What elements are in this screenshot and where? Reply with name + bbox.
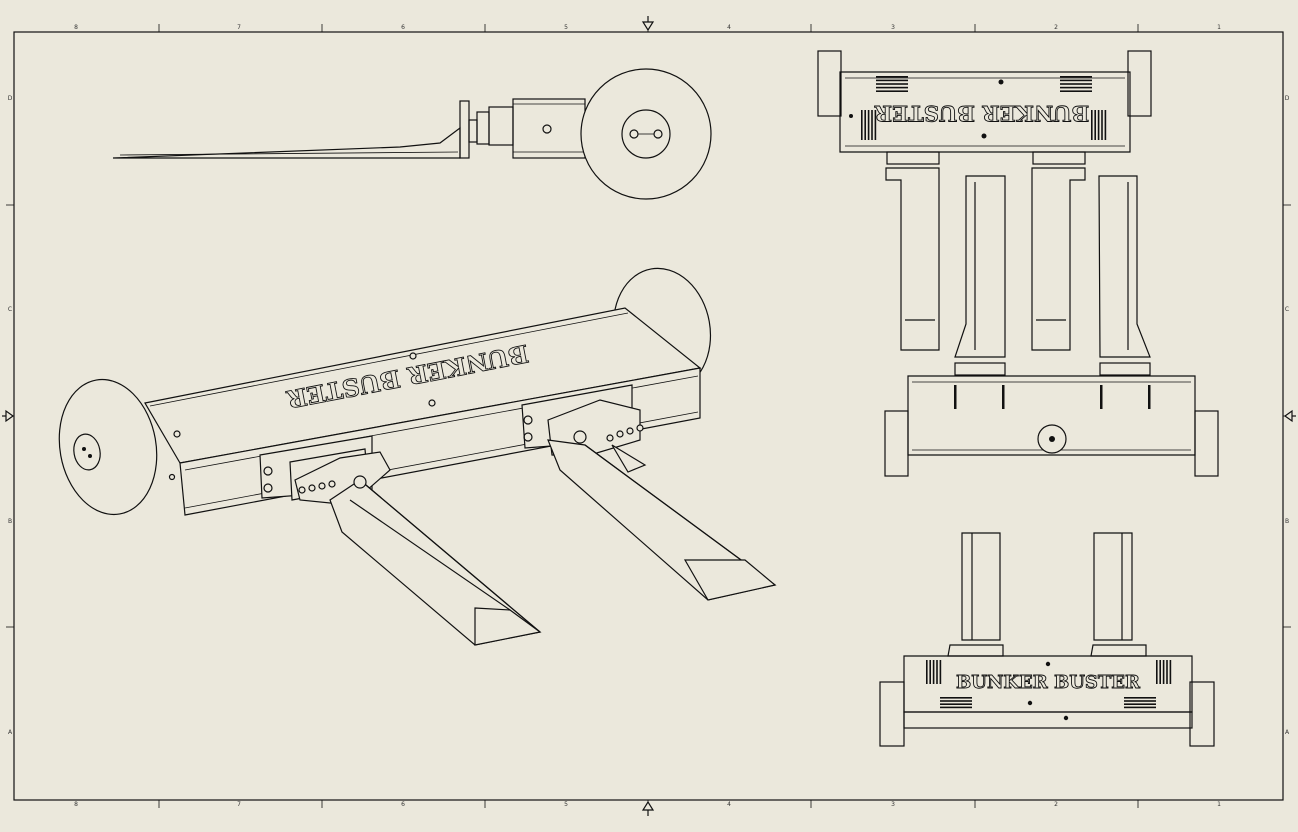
vent-slot [1159, 660, 1161, 684]
vent-slot [940, 700, 972, 702]
vent-slot [1169, 660, 1172, 684]
vent-slot [1104, 110, 1107, 140]
vent-slot [1060, 79, 1092, 82]
vent-slot [1060, 86, 1092, 89]
zone-label-right: A [1285, 729, 1290, 736]
zone-label-top: 3 [891, 24, 895, 31]
vent-slot [876, 83, 908, 85]
zone-label-right: D [1285, 95, 1290, 102]
zone-label-bottom: 5 [564, 801, 568, 808]
zone-label-bottom: 2 [1054, 801, 1058, 808]
vent-slot [861, 110, 863, 140]
vent-slot [1162, 660, 1165, 684]
zone-label-left: C [8, 306, 12, 313]
zone-label-bottom: 4 [727, 801, 731, 808]
vent-slot [1156, 660, 1158, 684]
vent-slot [929, 660, 931, 684]
vent-slot [1060, 83, 1092, 85]
front-elevation-view: BUNKER BUSTER [879, 532, 1215, 747]
vent-slot [926, 660, 928, 684]
zone-label-bottom: 8 [74, 801, 78, 808]
vent-slot [871, 110, 873, 140]
zone-label-right: C [1285, 306, 1289, 313]
isometric-view: BUNKER BUSTER [58, 267, 777, 646]
center-mark-right [1283, 409, 1296, 423]
center-mark-bottom [641, 800, 655, 816]
vent-slot [939, 660, 942, 684]
vent-slot [867, 110, 870, 140]
vent-slot [1101, 110, 1103, 140]
zone-label-bottom: 3 [891, 801, 895, 808]
top-view-logo-text: BUNKER BUSTER [874, 101, 1089, 126]
zone-label-top: 5 [564, 24, 568, 31]
vent-slot [874, 110, 877, 140]
zone-label-top: 4 [727, 24, 731, 31]
zone-label-left: A [8, 729, 13, 736]
vent-slot [940, 703, 972, 705]
zone-label-top: 6 [401, 24, 405, 31]
vent-slot [1060, 90, 1092, 92]
zone-label-top: 2 [1054, 24, 1058, 31]
center-mark-top [641, 16, 655, 32]
zone-label-right: B [1285, 518, 1289, 525]
zone-label-bottom: 6 [401, 801, 405, 808]
vent-slot [1124, 703, 1156, 705]
vent-slot [940, 706, 972, 709]
vent-slot [1097, 110, 1100, 140]
vent-slot [936, 660, 938, 684]
zone-label-left: D [8, 95, 13, 102]
zone-label-bottom: 1 [1217, 801, 1221, 808]
vent-slot [876, 86, 908, 89]
side-elevation-view [112, 68, 712, 200]
vent-slot [1166, 660, 1168, 684]
vent-slot [1091, 110, 1093, 140]
zone-label-top: 1 [1217, 24, 1221, 31]
zone-label-top: 8 [74, 24, 78, 31]
vent-slot [940, 697, 972, 699]
center-mark-left [2, 409, 15, 423]
zone-label-top: 7 [237, 24, 241, 31]
zone-label-left: B [8, 518, 12, 525]
top-plan-view: BUNKER BUSTER [817, 50, 1219, 477]
vent-slot [876, 79, 908, 82]
vent-slot [876, 76, 908, 78]
vent-slot [876, 90, 908, 92]
vent-slot [1124, 700, 1156, 702]
vent-slot [1124, 706, 1156, 709]
vent-slot [1060, 76, 1092, 78]
front-view-logo-text: BUNKER BUSTER [956, 672, 1141, 693]
vent-slot [1094, 110, 1096, 140]
vent-slot [932, 660, 935, 684]
vent-slot [864, 110, 866, 140]
vent-slot [1124, 697, 1156, 699]
zone-label-bottom: 7 [237, 801, 241, 808]
